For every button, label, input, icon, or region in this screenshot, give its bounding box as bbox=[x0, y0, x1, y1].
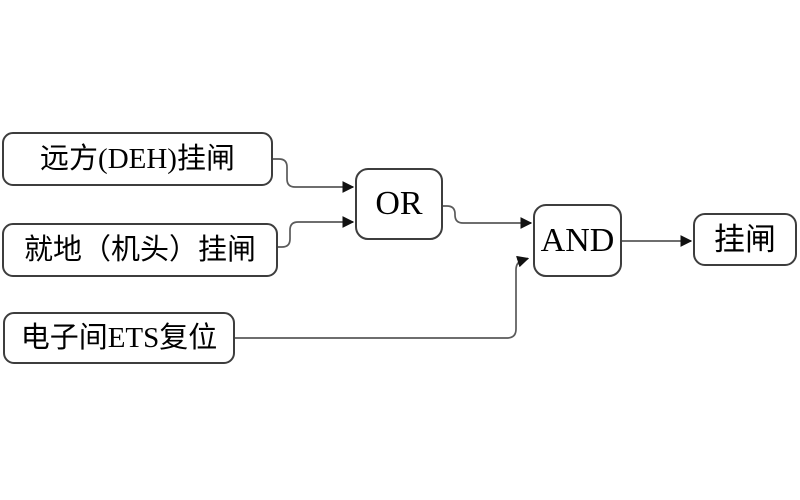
and-gate: AND bbox=[533, 204, 622, 277]
connector-or-to-and bbox=[443, 205, 533, 229]
node-local-head-latch: 就地（机头）挂闸 bbox=[2, 223, 278, 277]
node-electronics-room-ets-reset: 电子间ETS复位 bbox=[3, 312, 235, 364]
connector-input1-to-or bbox=[273, 158, 355, 193]
node-remote-deh-latch: 远方(DEH)挂闸 bbox=[2, 132, 273, 186]
connector-input3-to-and bbox=[235, 255, 530, 339]
or-gate: OR bbox=[355, 168, 443, 240]
node-latch-output: 挂闸 bbox=[693, 213, 797, 266]
connector-input2-to-or bbox=[278, 216, 355, 248]
